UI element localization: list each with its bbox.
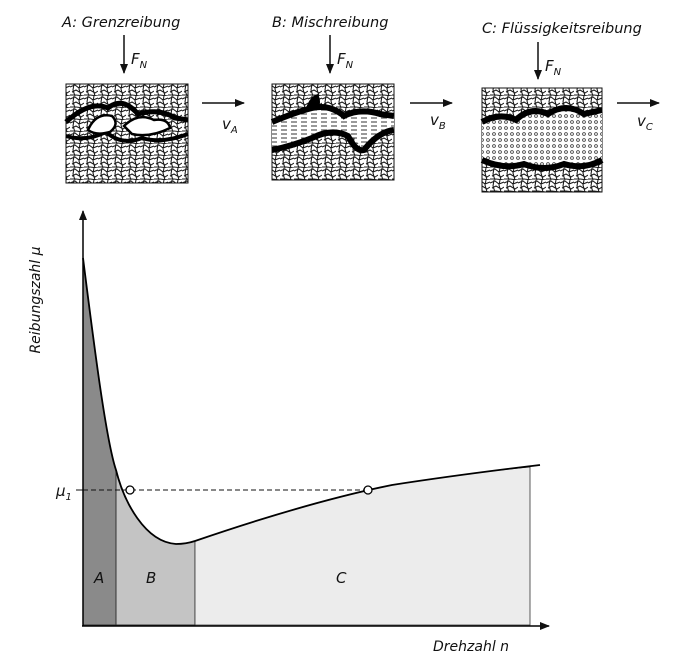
region-b-label: B [146, 569, 156, 587]
x-axis-label: Drehzahl n [433, 639, 509, 655]
boundary-layer [64, 100, 189, 124]
panel-b: B: Mischreibung FN vB [270, 15, 453, 181]
stribeck-graph: Reibungszahl μ Drehzahl n μ1 A B C [28, 210, 550, 655]
intersection-marker [363, 485, 373, 495]
boundary-layer-lower [271, 127, 395, 154]
boundary-layer [480, 105, 603, 125]
boundary-layer-lower [65, 129, 189, 143]
gap-pocket [122, 115, 172, 137]
force-label: FN [131, 50, 148, 71]
boundary-layer [270, 104, 395, 125]
lubricant-film [482, 108, 602, 168]
boundary-layer-lower [480, 157, 604, 171]
region-c-label: C [336, 569, 347, 587]
asperity [306, 94, 320, 110]
friction-curve [82, 257, 541, 545]
panel-a-title: A: Grenzreibung [61, 15, 180, 31]
surface-block-a [65, 83, 189, 184]
panel-b-title: B: Mischreibung [272, 15, 388, 31]
velocity-label: vB [430, 111, 446, 132]
force-label: FN [545, 57, 562, 78]
y-axis-label: Reibungszahl μ [28, 246, 44, 353]
panel-c-title: C: Flüssigkeitsreibung [482, 21, 642, 37]
mu1-label: μ1 [55, 482, 72, 503]
region-a-label: A [93, 569, 104, 587]
intersection-marker [125, 485, 135, 495]
panel-c: C: Flüssigkeitsreibung FN vC [480, 21, 660, 193]
force-label: FN [337, 50, 354, 71]
velocity-label: vA [222, 115, 238, 136]
panel-a: A: Grenzreibung FN vA [61, 15, 245, 184]
velocity-label: vC [637, 112, 653, 133]
gap-pocket [86, 114, 117, 135]
